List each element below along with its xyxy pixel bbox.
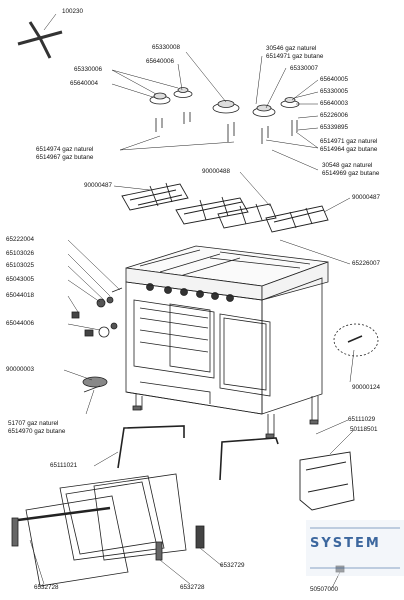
label-6514967: 6514967 gaz butane: [36, 154, 94, 161]
label-65640004: 65640004: [70, 80, 99, 87]
plinth-frames: [117, 425, 355, 511]
label-65330005: 65330005: [320, 88, 349, 95]
label-65103026: 65103026: [6, 250, 35, 257]
label-65330007: 65330007: [290, 65, 319, 72]
label-65330008: 65330008: [152, 44, 181, 51]
label-65044018: 65044018: [6, 292, 35, 299]
label-65640006: 65640006: [146, 58, 175, 65]
label-90000487-right: 90000487: [352, 194, 381, 201]
label-50118501: 50118501: [350, 426, 378, 433]
label-65226006: 65226006: [320, 112, 349, 119]
label-6514970: 6514970 gaz butane: [8, 428, 66, 435]
label-6514971: 6514971 gaz butane: [266, 53, 324, 60]
label-50507000: 50507000: [310, 586, 339, 593]
label-65111029: 65111029: [348, 416, 376, 423]
valve-parts: [71, 287, 123, 393]
label-30548: 30548 gaz naturel: [322, 162, 373, 169]
label-65043005: 65043005: [6, 276, 35, 283]
label-65226007: 65226007: [352, 260, 381, 267]
label-65111021: 65111021: [50, 462, 78, 469]
label-6532728-right: 6532728: [180, 584, 205, 591]
label-90000124: 90000124: [352, 384, 381, 391]
label-51707: 51707 gaz naturel: [8, 420, 59, 427]
label-90000003: 90000003: [6, 366, 35, 373]
label-65044006: 65044006: [6, 320, 35, 327]
label-65222004: 65222004: [6, 236, 35, 243]
label-30546: 30546 gaz naturel: [266, 45, 317, 52]
trivet-part: [17, 21, 63, 59]
label-6514964: 6514964 gaz butane: [320, 146, 378, 153]
watermark-logo: [306, 520, 404, 576]
leader-lines: [29, 13, 355, 589]
watermark-text: SYSTEM: [310, 536, 381, 551]
label-6514971-naturel: 6514971 gaz naturel: [320, 138, 378, 145]
label-65103025: 65103025: [6, 262, 35, 269]
range-body: [125, 245, 329, 439]
pan-supports: [121, 182, 329, 233]
label-65640003: 65640003: [320, 100, 349, 107]
label-65339895: 65339895: [320, 124, 349, 131]
oven-door-parts: [11, 473, 345, 587]
label-100230: 100230: [62, 8, 84, 15]
label-6514969: 6514969 gaz butane: [322, 170, 380, 177]
detail-callout: [333, 323, 379, 357]
label-90000487-left: 90000487: [84, 182, 113, 189]
label-6514974: 6514974 gaz naturel: [36, 146, 94, 153]
burner-caps: [149, 87, 300, 144]
label-6532729: 6532729: [220, 562, 245, 569]
label-90000488: 90000488: [202, 168, 231, 175]
label-6532728-left: 6532728: [34, 584, 59, 591]
label-65640005: 65640005: [320, 76, 349, 83]
label-65330006: 65330006: [74, 66, 103, 73]
